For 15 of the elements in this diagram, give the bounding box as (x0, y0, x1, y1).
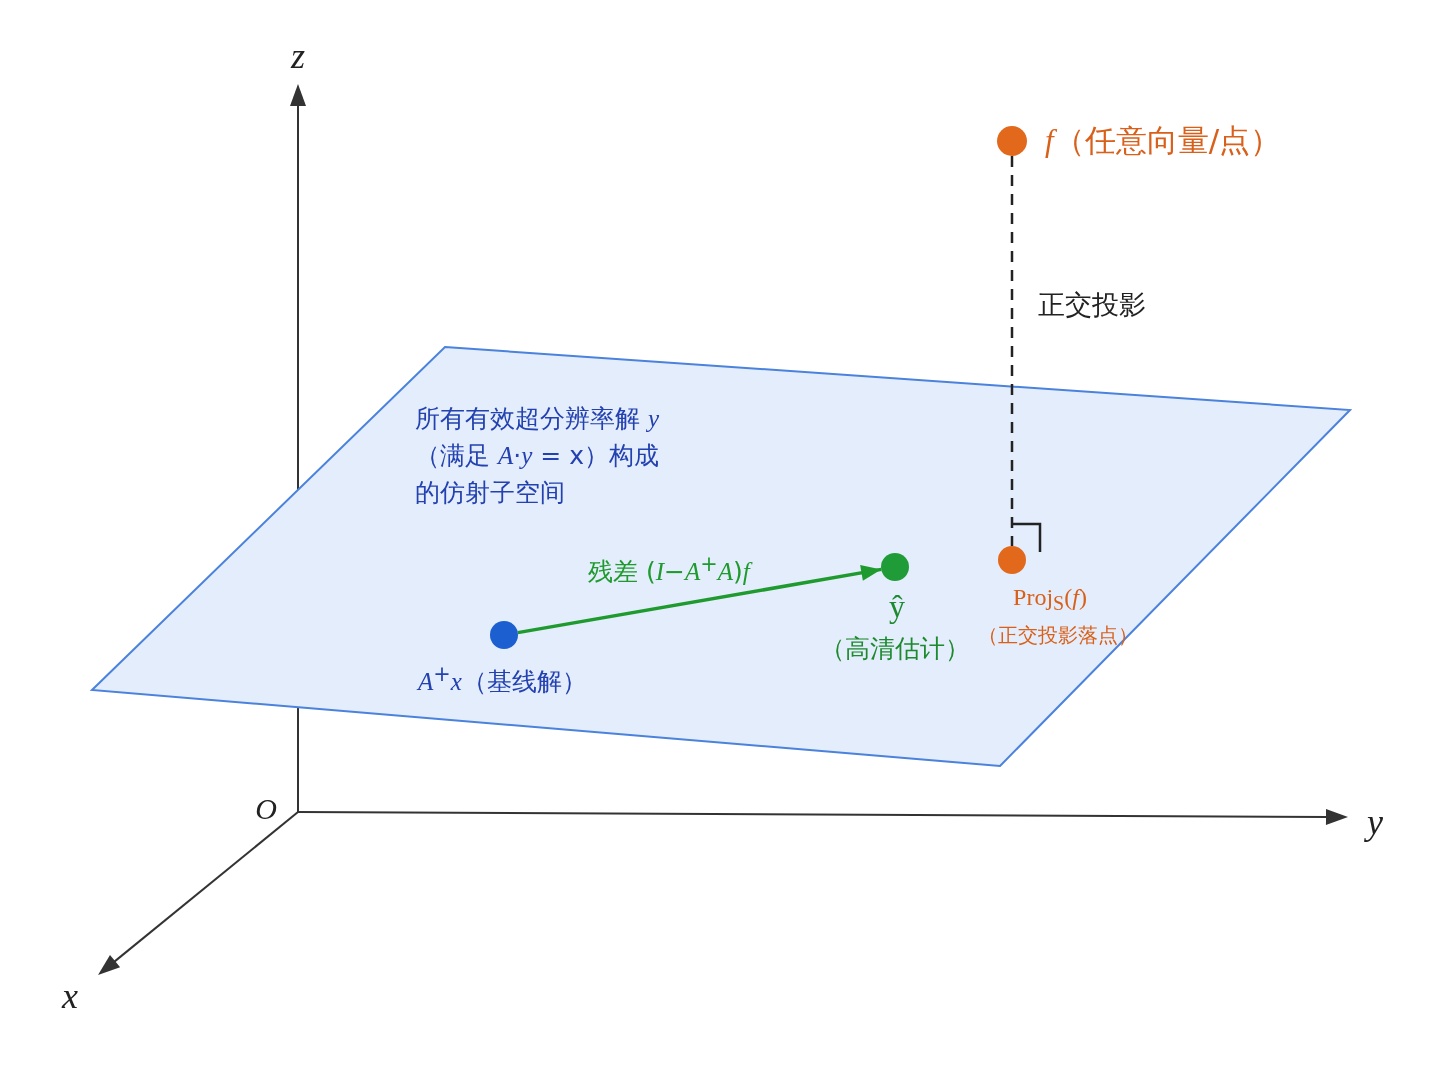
origin-label: O (255, 791, 277, 828)
point-label: A$^{+}$x（基线解） (418, 660, 587, 698)
point-label: （正交投影落点） (978, 622, 1138, 648)
point-label: （高清估计） (820, 633, 970, 665)
point-dot (997, 126, 1027, 156)
point-label: ŷ (889, 587, 905, 626)
axis-label: x (62, 974, 78, 1018)
point-label: f（任意向量/点） (1045, 121, 1282, 161)
arrow (517, 564, 882, 635)
axis-label: z (291, 34, 305, 78)
edge-label: 正交投影 (1038, 288, 1146, 322)
dashed-line (1010, 156, 1014, 546)
subspace-plane (92, 347, 1350, 766)
plane-label: 所有有效超分辨率解 y（满足 A·y = x）构成的仿射子空间 (415, 403, 661, 509)
point-label: Proj$_{S}$(f) (1013, 582, 1087, 617)
